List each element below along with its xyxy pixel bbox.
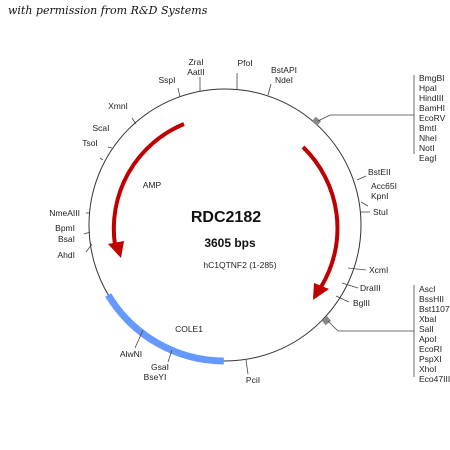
plasmid-name: RDC2182 [191, 209, 261, 226]
insert-label: hC1QTNF2 (1-285) [203, 260, 276, 270]
site-bmgbi: BmgBI [419, 73, 445, 83]
site-tsoi: TsoI [82, 138, 98, 148]
site-xhoi: XhoI [419, 364, 437, 374]
amp-label: AMP [143, 180, 162, 190]
plasmid-backbone [88, 88, 362, 362]
site-hpai: HpaI [419, 83, 437, 93]
site-alwni: AlwNI [120, 349, 142, 359]
site-bamhi: BamHI [419, 103, 445, 113]
amp-arrow-arc [111, 122, 185, 246]
site-acc65i: Acc65I [371, 181, 397, 191]
site-ndei: NdeI [275, 75, 293, 85]
site-zrai: ZraI [188, 57, 203, 67]
site-gsai: GsaI [151, 362, 169, 372]
permission-caption: with permission from R&D Systems [8, 4, 208, 17]
insert-arrowhead [313, 283, 329, 300]
site-noti: NotI [419, 143, 435, 153]
site-kpni: KpnI [371, 191, 389, 201]
site-draiii: DraIII [360, 283, 381, 293]
site-aatii: AatII [187, 67, 204, 77]
site-nmeaiii: NmeAIII [49, 208, 80, 218]
site-apoi: ApoI [419, 334, 437, 344]
amp-arrowhead [108, 241, 124, 258]
mcs2-list: AscI BssHII Bst1107I XbaI SalI ApoI EcoR… [419, 284, 450, 384]
mcs1-list: BmgBI HpaI HindIII BamHI EcoRV BmtI NheI… [419, 73, 446, 163]
site-pspxi: PspXI [419, 354, 442, 364]
site-ecorv: EcoRV [419, 113, 446, 123]
site-stui: StuI [373, 207, 388, 217]
site-bseyi: BseYI [144, 372, 167, 382]
mcs-connectors [311, 75, 415, 377]
site-ecori: EcoRI [419, 344, 442, 354]
site-hindiii: HindIII [419, 93, 444, 103]
site-eagi: EagI [419, 153, 437, 163]
site-bsshii: BssHII [419, 294, 444, 304]
site-bsai: BsaI [58, 234, 75, 244]
site-sali: SalI [419, 324, 434, 334]
site-ahdi: AhdI [58, 250, 76, 260]
site-sspi: SspI [158, 75, 175, 85]
cole1-arc [105, 293, 224, 365]
site-xmni: XmnI [108, 101, 128, 111]
site-bst1107i: Bst1107I [419, 304, 450, 314]
site-bsteii: BstEII [368, 167, 391, 177]
site-scai: ScaI [92, 123, 109, 133]
site-bstapi: BstAPI [271, 65, 297, 75]
site-xbai: XbaI [419, 314, 437, 324]
site-eco47iii: Eco47III [419, 374, 450, 384]
site-pcii: PciI [246, 375, 260, 385]
site-xcmi: XcmI [369, 265, 388, 275]
site-bglii: BglII [353, 298, 370, 308]
site-asci: AscI [419, 284, 436, 294]
insert-arrow-arc [301, 145, 340, 289]
site-bpmi: BpmI [55, 223, 75, 233]
plasmid-size: 3605 bps [204, 236, 256, 250]
cole1-label: COLE1 [175, 324, 203, 334]
site-pfoi: PfoI [237, 58, 252, 68]
site-bmti: BmtI [419, 123, 436, 133]
site-nhei: NheI [419, 133, 437, 143]
site-ticks [83, 73, 370, 375]
